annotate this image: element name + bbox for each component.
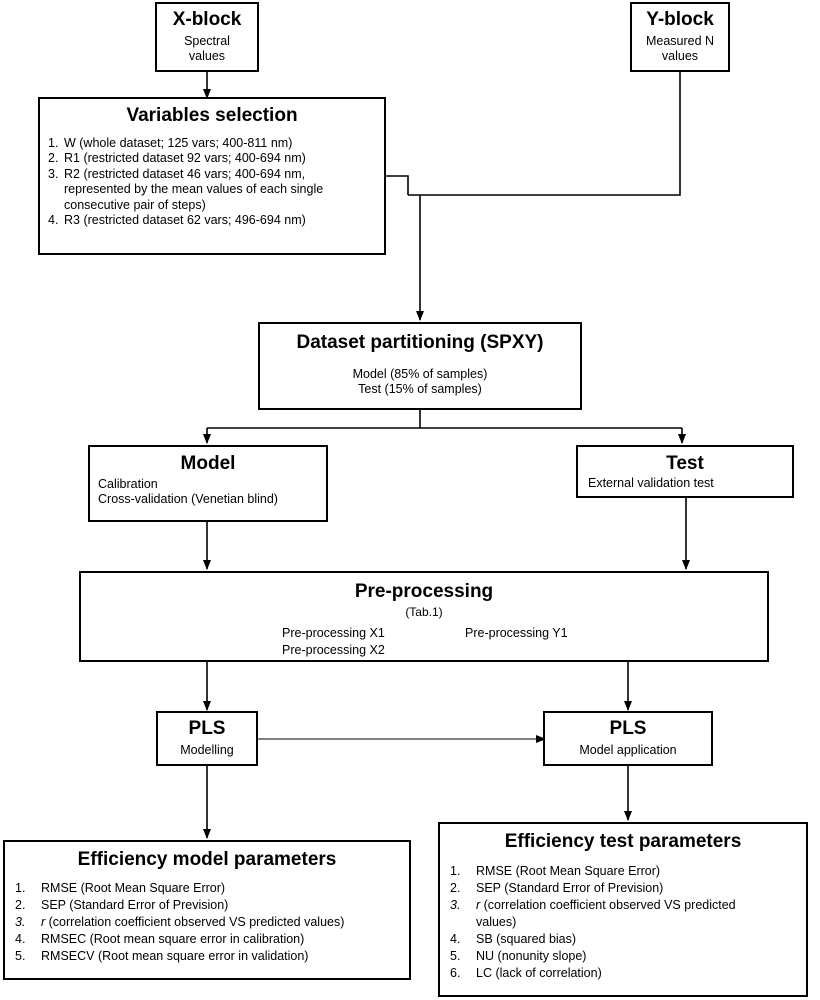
varsel-item: 4.R3 (restricted dataset 62 vars; 496-69… [48, 213, 306, 228]
preproc-x1: Pre-processing X1 [282, 626, 385, 640]
eff-test-list: 1.RMSE (Root Mean Square Error) 2.SEP (S… [450, 863, 806, 982]
varsel-item: consecutive pair of steps) [64, 197, 206, 212]
varsel-item: represented by the mean values of each s… [64, 182, 324, 197]
model-box: Model Calibration Cross-validation (Vene… [88, 445, 328, 522]
model-title: Model [180, 453, 236, 474]
line-varsel-out [386, 175, 409, 195]
pls-left-title: PLS [188, 718, 226, 739]
eff-test-title: Efficiency test parameters [504, 831, 742, 852]
partition-line-1: Model (85% of samples) [352, 367, 488, 381]
model-line-2: Cross-validation (Venetian blind) [98, 492, 278, 507]
pls-right-title: PLS [609, 718, 647, 739]
pls-left-sub: Modelling [180, 743, 234, 757]
partition-title: Dataset partitioning (SPXY) [296, 332, 544, 353]
eff-test-item: 3.r (correlation coefficient observed VS… [450, 898, 736, 912]
eff-model-box: Efficiency model parameters 1.RMSE (Root… [3, 840, 411, 980]
test-line-1: External validation test [588, 476, 714, 490]
eff-test-box: Efficiency test parameters 1.RMSE (Root … [438, 822, 808, 997]
line-yblock-merge [408, 72, 681, 196]
model-line-1: Calibration [98, 477, 158, 491]
preproc-ref: (Tab.1) [405, 605, 443, 619]
yblock-line-1: Measured N [645, 34, 715, 48]
pls-application-box: PLS Model application [543, 711, 713, 766]
test-box: Test External validation test [576, 445, 794, 498]
eff-test-item: 6.LC (lack of correlation) [450, 966, 602, 980]
varsel-list: 1.W (whole dataset; 125 vars; 400-811 nm… [48, 136, 384, 228]
eff-model-item: 5.RMSECV (Root mean square error in vali… [15, 949, 309, 963]
eff-model-list: 1.RMSE (Root Mean Square Error) 2.SEP (S… [15, 880, 409, 965]
yblock-line-2: values [661, 49, 699, 63]
eff-model-item: 2.SEP (Standard Error of Prevision) [15, 898, 229, 912]
eff-test-item: 5.NU (nonunity slope) [450, 949, 587, 963]
yblock-title: Y-block [646, 9, 714, 30]
pls-right-sub: Model application [579, 743, 677, 757]
xblock-box: X-block Spectral values [155, 2, 259, 72]
preproc-y1: Pre-processing Y1 [465, 626, 568, 640]
partition-line-2: Test (15% of samples) [358, 382, 482, 396]
varsel-item: 2.R1 (restricted dataset 92 vars; 400-69… [48, 151, 306, 166]
eff-test-item: 2.SEP (Standard Error of Prevision) [450, 881, 664, 895]
yblock-box: Y-block Measured N values [630, 2, 730, 72]
varsel-box: Variables selection 1.W (whole dataset; … [38, 97, 386, 255]
eff-test-item: 1.RMSE (Root Mean Square Error) [450, 864, 661, 878]
eff-test-item: 4.SB (squared bias) [450, 932, 577, 946]
varsel-item: 1.W (whole dataset; 125 vars; 400-811 nm… [48, 136, 293, 150]
preproc-title: Pre-processing [354, 581, 494, 602]
xblock-line-2: values [188, 49, 226, 63]
pls-modelling-box: PLS Modelling [156, 711, 258, 766]
xblock-title: X-block [172, 9, 242, 30]
eff-test-item: values) [476, 915, 517, 929]
test-title: Test [666, 453, 704, 474]
eff-model-item: 3.r (correlation coefficient observed VS… [15, 915, 345, 929]
preproc-x2: Pre-processing X2 [282, 643, 385, 657]
eff-model-title: Efficiency model parameters [77, 849, 337, 870]
eff-model-item: 1.RMSE (Root Mean Square Error) [15, 881, 226, 895]
xblock-line-1: Spectral [184, 34, 230, 48]
varsel-title: Variables selection [126, 105, 298, 126]
eff-model-item: 4.RMSEC (Root mean square error in calib… [15, 932, 305, 946]
partition-box: Dataset partitioning (SPXY) Model (85% o… [258, 322, 582, 410]
varsel-item: 3.R2 (restricted dataset 46 vars; 400-69… [48, 166, 306, 181]
preproc-box: Pre-processing (Tab.1) Pre-processing X1… [79, 571, 769, 662]
